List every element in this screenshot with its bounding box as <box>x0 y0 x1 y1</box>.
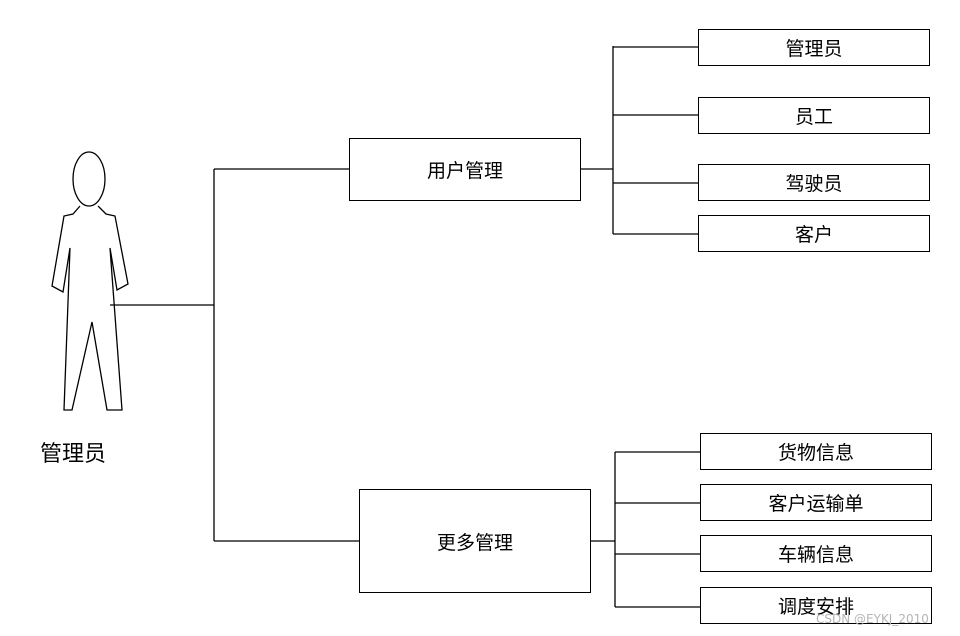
node-customer[interactable]: 客户 <box>698 215 930 252</box>
group-more-management[interactable]: 更多管理 <box>359 489 591 593</box>
node-label: 货物信息 <box>777 442 854 464</box>
node-dispatch[interactable]: 调度安排 <box>700 587 932 624</box>
node-customer-waybill[interactable]: 客户运输单 <box>700 484 932 521</box>
group-label: 更多管理 <box>436 531 513 554</box>
node-label: 客户运输单 <box>768 493 864 515</box>
node-label: 调度安排 <box>777 596 854 618</box>
node-vehicle-info[interactable]: 车辆信息 <box>700 535 932 572</box>
node-label: 管理员 <box>785 38 843 60</box>
group-user-management[interactable]: 用户管理 <box>349 138 581 201</box>
node-label: 驾驶员 <box>785 173 843 195</box>
node-label: 员工 <box>794 106 833 128</box>
node-driver[interactable]: 驾驶员 <box>698 164 930 201</box>
actor-head <box>72 151 106 207</box>
node-label: 车辆信息 <box>777 544 854 566</box>
actor-figure <box>51 151 129 411</box>
node-staff[interactable]: 员工 <box>698 97 930 134</box>
actor-body <box>51 205 129 411</box>
connectors <box>110 46 700 608</box>
node-admin[interactable]: 管理员 <box>698 29 930 66</box>
group-label: 用户管理 <box>426 160 503 182</box>
node-cargo-info[interactable]: 货物信息 <box>700 433 932 470</box>
node-label: 客户 <box>794 224 833 246</box>
watermark-text: CSDN @EYKJ_2010 <box>816 612 929 626</box>
actor-label: 管理员 <box>40 442 107 467</box>
